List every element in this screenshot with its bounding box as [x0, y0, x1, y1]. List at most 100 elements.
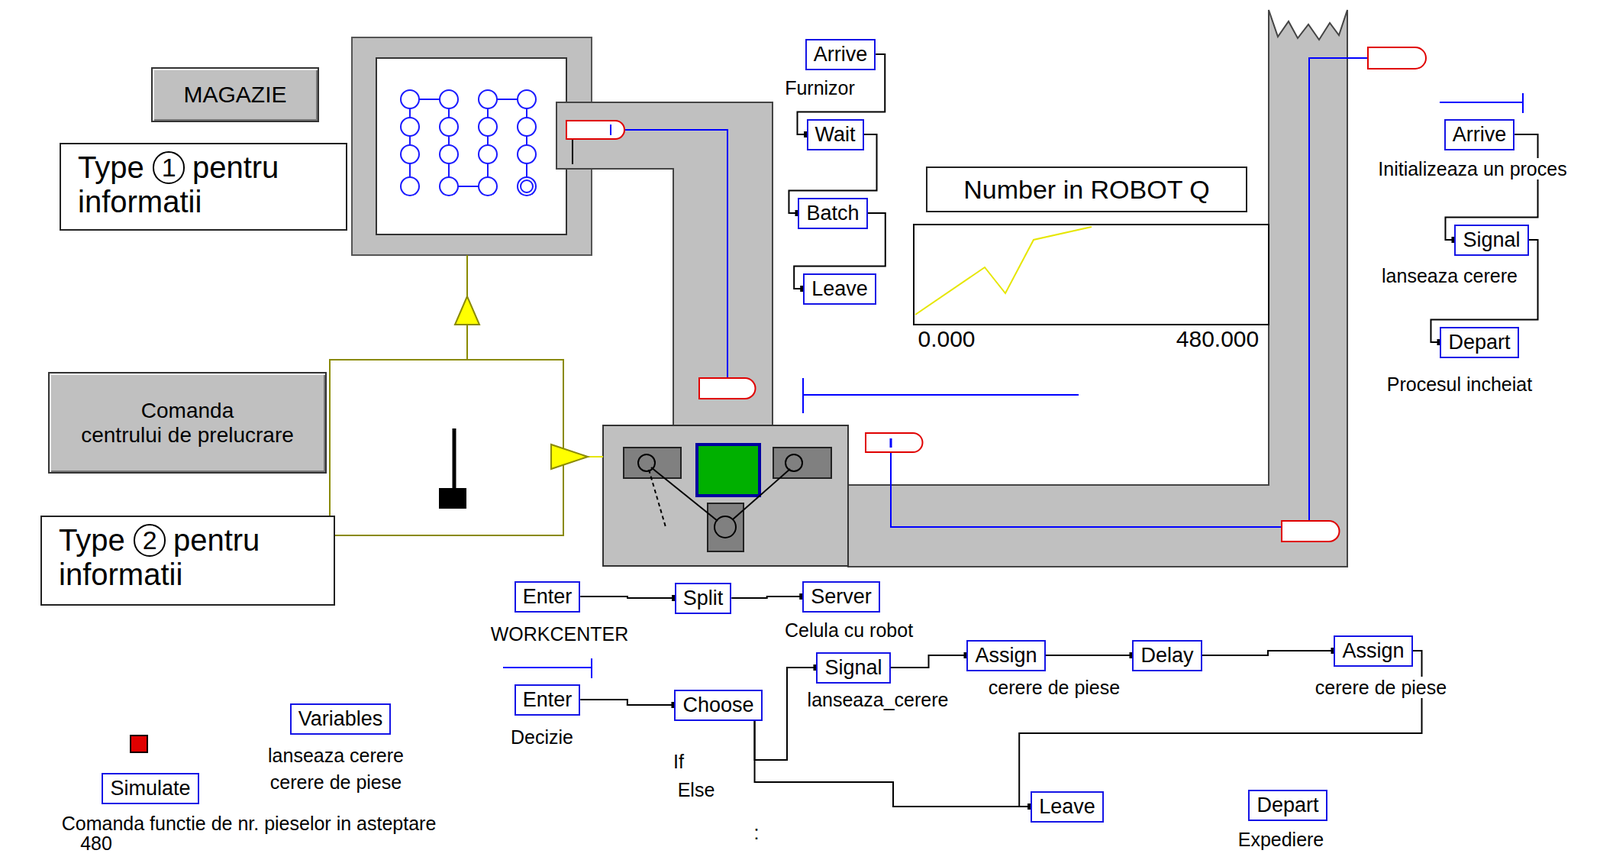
process-block: Simulate: [101, 772, 199, 804]
annotation-label: Procesul incheiat: [1384, 373, 1535, 396]
connector: [890, 654, 968, 668]
annotation-label: cerere de piese: [267, 770, 404, 794]
connector: [580, 699, 675, 705]
process-block: Depart: [1439, 326, 1519, 359]
part-path: [890, 58, 1368, 531]
annotation-label: :: [751, 821, 762, 844]
robot-arm: [732, 468, 791, 520]
tag-mark: [609, 124, 612, 136]
bracket-line: [1439, 93, 1523, 113]
run-indicator: [130, 735, 148, 752]
annotation-label: Furnizor: [782, 77, 858, 100]
title-box: Comandacentrului de prelucrare: [48, 371, 327, 474]
info-box: Type1pentru informatii: [59, 142, 348, 231]
connector: [1019, 650, 1422, 807]
process-block: Depart: [1248, 789, 1327, 821]
rack-link: [487, 99, 489, 187]
bracket-line: [803, 377, 1079, 413]
node-text: Variables: [298, 706, 384, 731]
title-box: MAGAZIE: [151, 67, 320, 123]
robot-base: [707, 503, 744, 552]
robot-joint: [714, 516, 736, 538]
chart-line: [915, 226, 1092, 315]
annotation-label: Celula cu robot: [782, 619, 916, 642]
node-text: Delay: [1140, 643, 1194, 668]
annotation-label: Initializeaza un proces: [1375, 158, 1569, 181]
rack-slot: [478, 145, 497, 164]
annotation-label: 480.000: [1174, 325, 1262, 353]
rack-slot: [439, 177, 459, 196]
node-text: Signal: [1462, 228, 1520, 252]
rack-link: [448, 99, 450, 187]
process-block: Signal: [816, 651, 891, 684]
robot-screen: [696, 444, 760, 496]
rack-slot: [400, 145, 420, 164]
rack-slot: [400, 117, 420, 136]
node-text: MAGAZIE: [183, 81, 287, 108]
part-tag: [699, 377, 756, 399]
callout-number: 1: [152, 151, 186, 184]
rack-slot: [517, 177, 536, 196]
process-block: Server: [802, 580, 881, 613]
rack-slot: [478, 90, 497, 109]
process-block: Split: [674, 582, 733, 614]
node-text: Wait: [815, 122, 856, 147]
rack-slot: [400, 90, 420, 109]
annotation-label: If: [670, 750, 687, 773]
rack-slot: [478, 117, 497, 136]
process-block: Batch: [797, 197, 868, 230]
machine-right: [773, 447, 832, 478]
annotation-label: Comanda functie de nr. pieselor in astep…: [59, 812, 439, 835]
rack-slot: [520, 180, 533, 193]
process-block: Enter: [514, 683, 581, 716]
annotation-label: lanseaza cerere: [265, 744, 407, 767]
annotation-label: 480: [77, 832, 115, 855]
process-block: Wait: [806, 119, 865, 151]
node-text: Number in ROBOT Q: [963, 174, 1210, 205]
node-text: Signal: [824, 655, 882, 680]
connector: [1202, 650, 1335, 655]
control-panel: [329, 359, 564, 536]
chart-title-box: Number in ROBOT Q: [925, 166, 1248, 213]
node-text: Arrive: [1452, 122, 1507, 147]
node-text: Type: [58, 522, 126, 557]
annotation-label: WORKCENTER: [488, 622, 632, 646]
node-text: Choose: [682, 693, 754, 717]
node-text: Split: [683, 586, 724, 610]
process-block: Choose: [674, 689, 762, 721]
annotation-label: lanseaza cerere: [1379, 264, 1520, 288]
rack-grid: [400, 90, 536, 196]
connector: [754, 667, 817, 760]
node-text: Leave: [1038, 794, 1096, 819]
process-block: Assign: [1333, 635, 1413, 667]
workcenter-cell: [603, 425, 849, 566]
rack-link: [525, 99, 528, 187]
node-text: Enter: [522, 584, 573, 609]
rack-slot: [517, 117, 536, 136]
node-text: Depart: [1256, 793, 1319, 817]
part-tag: [1367, 47, 1426, 69]
annotation-label: Decizie: [508, 725, 576, 749]
part-tag: [865, 432, 923, 452]
tag-mark: [890, 438, 893, 448]
process-block: Enter: [514, 580, 581, 613]
process-block: Arrive: [1444, 119, 1516, 151]
node-text: Comanda: [141, 398, 234, 423]
annotation-label: cerere de piese: [1312, 676, 1449, 699]
process-block: Arrive: [805, 38, 877, 71]
node-text: Batch: [806, 201, 859, 226]
annotation-label: Else: [675, 778, 718, 801]
node-text: centrului de prelucrare: [80, 422, 294, 448]
signal-triangle: [454, 296, 480, 325]
rack-slot: [439, 90, 459, 109]
rack-link: [409, 99, 411, 187]
part-tag: [566, 120, 625, 139]
rack-slot: [439, 145, 459, 164]
rack-slot: [400, 177, 420, 196]
connector: [731, 596, 803, 598]
robot-arm: [648, 469, 666, 527]
node-text: Leave: [811, 277, 868, 301]
rack-slot: [478, 177, 497, 196]
